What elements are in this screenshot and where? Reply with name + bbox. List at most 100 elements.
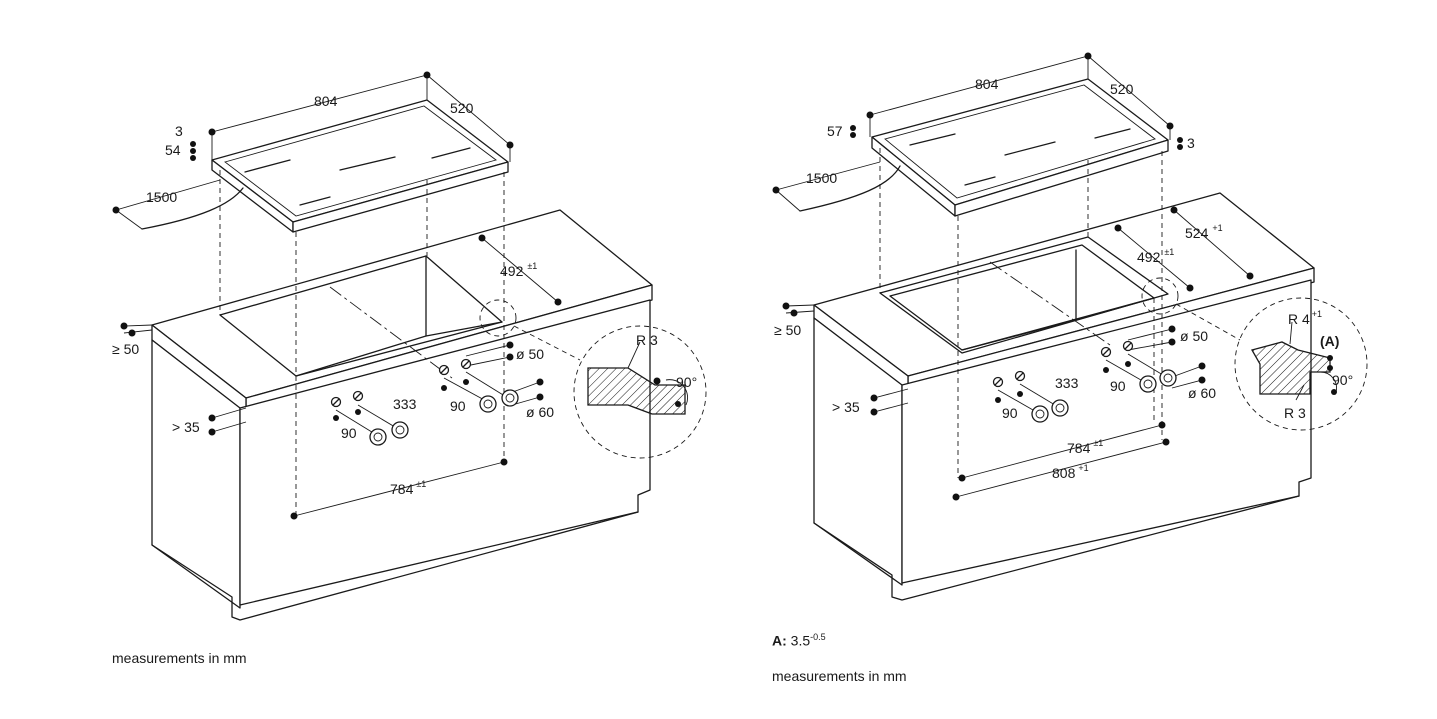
right-cabinet-front — [901, 279, 1312, 584]
left-knob-2 — [391, 421, 409, 439]
left-hob-mark-1 — [244, 159, 291, 173]
right-hob-front — [954, 139, 1169, 217]
left-cutout-floor — [295, 335, 427, 377]
left-detail — [479, 299, 707, 459]
right-label-knob-offset-a: 90 — [1002, 405, 1018, 421]
note-tolerance: -0.5 — [810, 632, 826, 642]
right-dim-50 — [785, 304, 815, 307]
left-knobs — [369, 389, 519, 446]
left-label-thick-a: 3 — [175, 123, 183, 139]
left-dim-50 — [123, 324, 153, 327]
right-knobs — [1031, 369, 1177, 423]
right-dim-35 — [873, 388, 909, 399]
right-dim-784 — [961, 424, 1163, 479]
left-knob-3 — [479, 395, 497, 413]
right-cabinet-side — [813, 317, 903, 586]
right-label-radius-inner: R 3 — [1284, 405, 1306, 421]
left-label-below-gap: > 35 — [172, 419, 200, 435]
left-hob-mark-2 — [299, 196, 331, 206]
left-label-thick-b: 54 — [165, 142, 181, 158]
right-dim-dots — [772, 52, 1337, 501]
right-label-detail: (A) — [1320, 333, 1339, 349]
left-cable — [141, 187, 244, 230]
left-label-knob-dia: ø 60 — [526, 404, 554, 420]
right-detail-marker — [1141, 277, 1179, 315]
left-label-knob-offset-b: 90 — [450, 398, 466, 414]
left-footer-note: measurements in mm — [112, 650, 247, 666]
right-label-radius-outer: R 4+1 — [1288, 309, 1322, 327]
left-knob-1 — [369, 428, 387, 446]
right-knob-3 — [1139, 375, 1157, 393]
right-label-thick-a: 57 — [827, 123, 843, 139]
right-hob-glass — [884, 84, 1156, 199]
right-detail — [1141, 277, 1368, 431]
left-cabinet — [151, 209, 653, 621]
right-dim-492 — [1117, 227, 1191, 289]
left-pipe-leader-2 — [443, 377, 489, 403]
right-label-depth: 520 — [1110, 81, 1134, 97]
right-label-below-gap: > 35 — [832, 399, 860, 415]
left-label-cable: 1500 — [146, 189, 177, 205]
right-label-cutout-width: 784±1 — [1067, 438, 1103, 456]
right-dim-524 — [1173, 209, 1251, 277]
left-hob-front — [292, 161, 509, 233]
left-label-knob-offset-a: 90 — [341, 425, 357, 441]
right-label-width: 804 — [975, 76, 999, 92]
right-knob-4 — [1159, 369, 1177, 387]
right-cable — [799, 165, 901, 212]
right-material-note: A: 3.5-0.5 — [772, 632, 826, 649]
left-centerline — [329, 286, 453, 379]
left-detail-marker — [479, 299, 517, 337]
right-label-pipe-dia: ø 50 — [1180, 328, 1208, 344]
left-plinth — [151, 511, 639, 621]
left-hob-glass — [224, 105, 497, 217]
left-label-front-gap: ≥ 50 — [112, 341, 139, 357]
left-hob — [141, 99, 509, 233]
left-cabinet-front — [239, 299, 651, 606]
left-label-pipe-dia: ø 50 — [516, 346, 544, 362]
left-label-depth: 520 — [450, 100, 474, 116]
left-dim-35 — [211, 407, 247, 419]
left-pipes — [330, 358, 472, 408]
right-label-rebate-width: 808+1 — [1052, 463, 1089, 481]
right-plinth — [813, 495, 1300, 601]
right-drawing: 804 520 57 3 1500 524+1 492±1 ≥ 50 > 35 … — [772, 52, 1368, 601]
right-label-pipe-spacing: 333 — [1055, 375, 1079, 391]
left-dim-492 — [481, 237, 559, 303]
left-label-width: 804 — [314, 93, 338, 109]
right-footer-note: measurements in mm — [772, 668, 907, 684]
right-dim-808 — [955, 441, 1167, 498]
left-dim-784 — [293, 461, 505, 517]
note-value: 3.5 — [790, 632, 811, 649]
left-detail-section — [587, 367, 686, 415]
left-drawing: 804 520 3 54 1500 492±1 ≥ 50 > 35 333 90… — [112, 71, 707, 621]
left-dim-1500 — [115, 179, 221, 211]
right-hob — [799, 78, 1169, 217]
left-detail-circle — [573, 325, 707, 459]
right-label-knob-offset-b: 90 — [1110, 378, 1126, 394]
right-knob-2 — [1051, 399, 1069, 417]
right-cabinet — [813, 192, 1315, 601]
left-label-cutout-depth: 492±1 — [500, 261, 537, 279]
left-label-pipe-spacing-a: 333 — [393, 396, 417, 412]
right-label-cutout-depth: 492±1 — [1137, 247, 1174, 265]
right-detail-circle — [1234, 297, 1368, 431]
right-label-cable: 1500 — [806, 170, 837, 186]
right-label-knob-dia: ø 60 — [1188, 385, 1216, 401]
right-dim-1500 — [775, 161, 881, 191]
left-cabinet-side — [151, 339, 241, 609]
left-dim-50-dia — [465, 344, 511, 357]
left-label-angle: 90° — [676, 374, 697, 390]
left-hob-mark-3 — [339, 156, 396, 171]
right-label-thick-b: 3 — [1187, 135, 1195, 151]
right-pipes — [992, 340, 1134, 388]
left-hob-mark-4 — [431, 147, 471, 159]
right-label-front-gap: ≥ 50 — [774, 322, 801, 338]
left-label-cutout-width: 784±1 — [390, 479, 426, 497]
right-detail-section — [1251, 341, 1331, 395]
right-label-rebate-depth: 524+1 — [1185, 223, 1223, 241]
right-label-angle: 90° — [1332, 372, 1353, 388]
left-label-radius: R 3 — [636, 332, 658, 348]
